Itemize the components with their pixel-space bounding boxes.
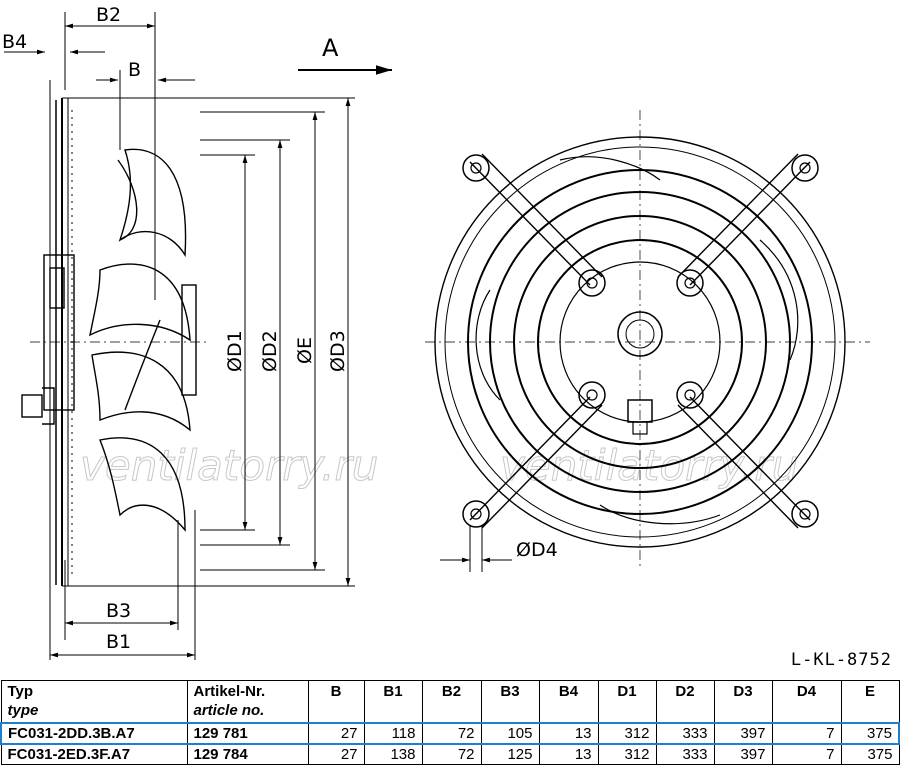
cell-e: 375	[840, 722, 900, 745]
cell-d3: 397	[713, 722, 773, 745]
label-d3: ØD3	[327, 330, 349, 372]
header-b3: B3	[480, 680, 540, 724]
header-d1: D1	[597, 680, 657, 724]
cell-d4: 7	[771, 722, 842, 745]
header-d2: D2	[655, 680, 715, 724]
cell-b3: 105	[480, 722, 540, 745]
cell-b1: 118	[363, 722, 423, 745]
watermark-group: ventilatorry.ru ventilatorry.ru	[80, 441, 799, 491]
label-d1: ØD1	[224, 330, 246, 372]
cell-d4: 7	[771, 743, 842, 765]
drawing-number: L-KL-8752	[790, 650, 892, 670]
header-e: E	[840, 680, 900, 724]
header-b4: B4	[538, 680, 599, 724]
label-d2: ØD2	[259, 330, 281, 372]
cell-article-no: 129 781	[186, 722, 309, 745]
cell-b: 27	[307, 743, 365, 765]
table-row[interactable]: FC031-2DD.3B.A7 129 781 27 118 72 105 13…	[0, 722, 900, 745]
cell-d1: 312	[597, 743, 657, 765]
header-article-no: Artikel-Nr. article no.	[186, 680, 309, 724]
spec-table-header-row: Typ type Artikel-Nr. article no. B B1 B2 B…	[0, 680, 900, 724]
cell-d2: 333	[655, 722, 715, 745]
header-type-sublabel: type	[7, 702, 39, 719]
cell-b2: 72	[421, 743, 482, 765]
cell-e: 375	[840, 743, 900, 765]
fan-side-view	[21, 80, 355, 600]
label-b1: B1	[106, 631, 131, 653]
watermark-right: ventilatorry.ru	[500, 441, 798, 490]
table-row[interactable]: FC031-2ED.3F.A7 129 784 27 138 72 125 13…	[0, 743, 900, 765]
header-d3: D3	[713, 680, 773, 724]
header-d4: D4	[771, 680, 842, 724]
label-d4: ØD4	[516, 539, 558, 561]
cell-d1: 312	[597, 722, 657, 745]
dimension-labels: B2 B4 B A B3 B1 ØD1 ØD2 ØE ØD3 ØD4	[2, 4, 558, 653]
side-view-dimensions	[4, 12, 392, 660]
cell-b4: 13	[538, 722, 599, 745]
label-view-a: A	[322, 34, 339, 62]
cell-b2: 72	[421, 722, 482, 745]
label-b4: B4	[2, 31, 27, 53]
fan-front-view	[425, 110, 870, 572]
cell-type: FC031-2ED.3F.A7	[0, 743, 188, 765]
header-b: B	[307, 680, 365, 724]
watermark-left: ventilatorry.ru	[80, 441, 378, 490]
cell-d2: 333	[655, 743, 715, 765]
header-article-sublabel: article no.	[193, 702, 265, 719]
fan-technical-drawing: ventilatorry.ru ventilatorry.ru	[2, 4, 870, 660]
cell-b3: 125	[480, 743, 540, 765]
header-b1: B1	[363, 680, 423, 724]
header-article-label: Artikel-Nr.	[193, 683, 266, 700]
cell-b4: 13	[538, 743, 599, 765]
spec-table: Typ type Artikel-Nr. article no. B B1 B2 B…	[0, 680, 900, 765]
header-type: Typ type	[0, 680, 188, 724]
header-type-label: Typ	[7, 683, 34, 700]
cell-article-no: 129 784	[186, 743, 309, 765]
header-b2: B2	[421, 680, 482, 724]
cell-type: FC031-2DD.3B.A7	[0, 722, 188, 745]
label-b: B	[128, 59, 141, 81]
label-e: ØE	[294, 337, 316, 364]
label-b3: B3	[106, 600, 131, 622]
cell-b1: 138	[363, 743, 423, 765]
cell-b: 27	[307, 722, 365, 745]
label-b2: B2	[96, 4, 121, 26]
cell-d3: 397	[713, 743, 773, 765]
